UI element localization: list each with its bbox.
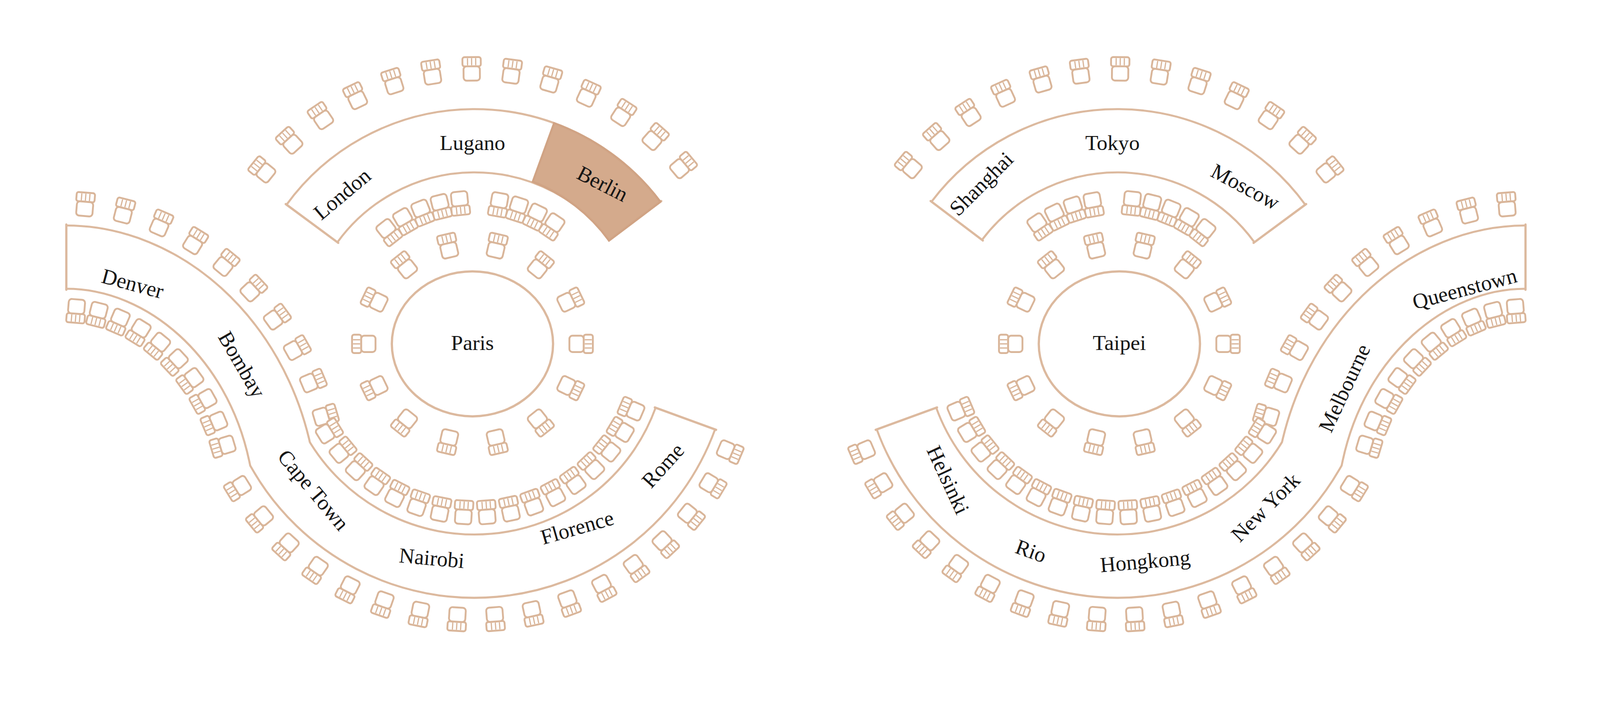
round-table: Taipei	[1036, 269, 1202, 419]
highlighted-section	[533, 123, 661, 241]
right-plan	[847, 57, 1526, 632]
table-name: Taipei	[1093, 332, 1146, 356]
table-name: Nairobi	[398, 542, 466, 573]
table-name: Paris	[451, 332, 494, 356]
table-section: Tokyo	[1082, 129, 1143, 157]
table-section: Lugano	[436, 129, 508, 157]
left-plan	[66, 57, 744, 632]
table-name: Lugano	[440, 130, 506, 155]
round-table: Paris	[390, 269, 556, 419]
table-name: Tokyo	[1085, 130, 1140, 155]
